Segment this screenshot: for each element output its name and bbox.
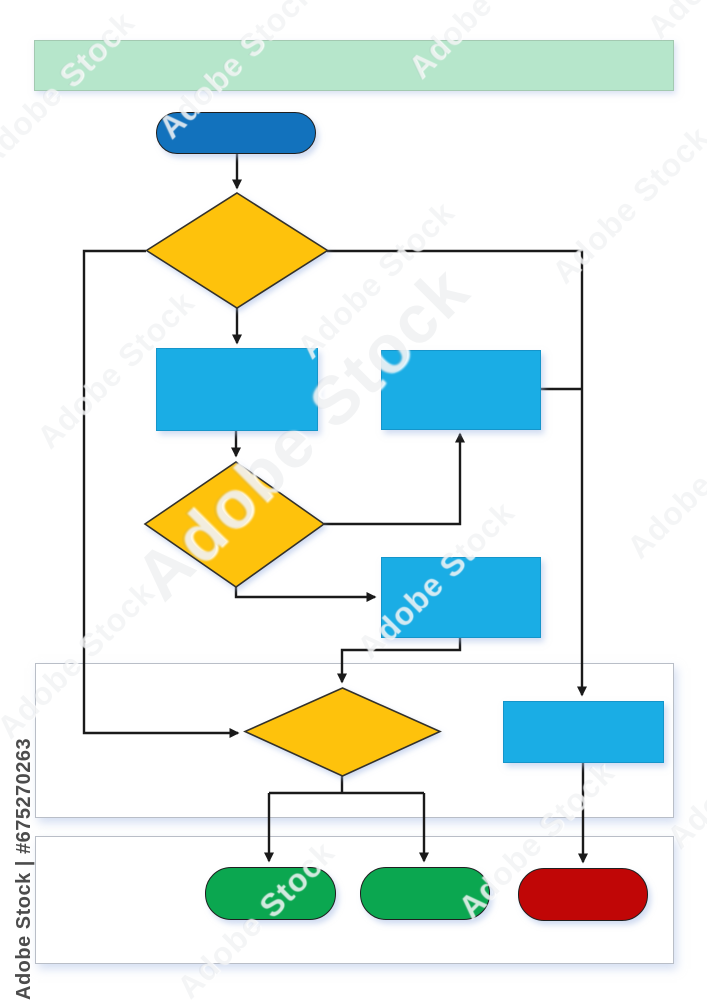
edge-decision1-right-to-process4 — [327, 249, 587, 697]
edge-decision2-to-process2 — [324, 432, 465, 526]
edge-decision2-to-process3 — [234, 587, 377, 602]
edge-decision3-split-bar — [269, 776, 424, 795]
decision-node-1 — [145, 192, 329, 309]
edge-decision1-left-loop-to-decision3 — [82, 249, 240, 738]
edge-process3-to-decision3 — [337, 636, 462, 684]
decision-node-3 — [243, 687, 442, 777]
decision-node-2 — [143, 461, 326, 588]
